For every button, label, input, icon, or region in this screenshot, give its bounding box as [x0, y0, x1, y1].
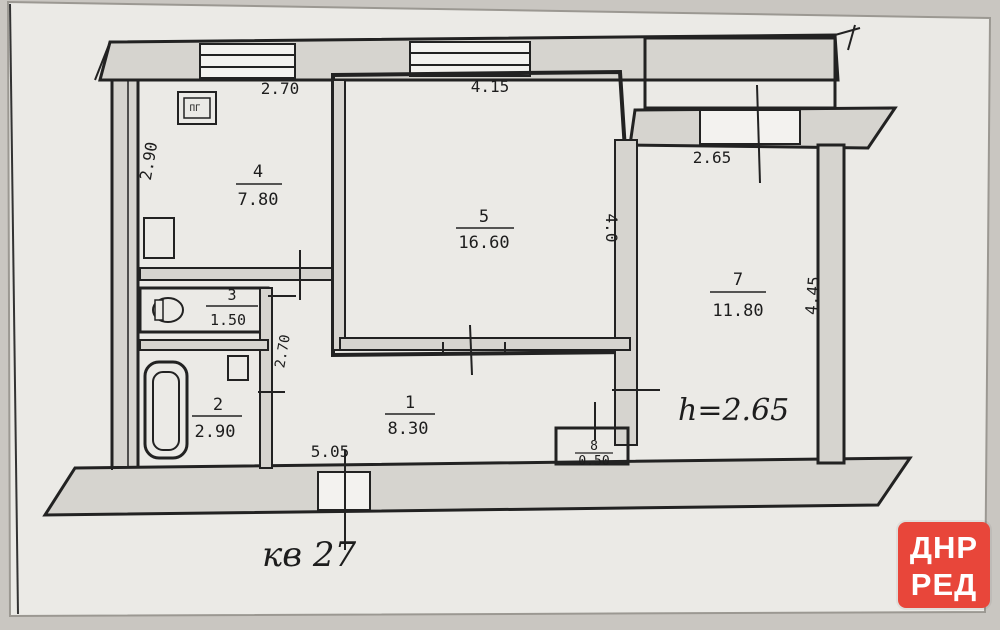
room-7-number: 7: [733, 270, 743, 290]
bottom-wall: [42, 456, 913, 517]
window-living: [409, 41, 531, 77]
bath-top-wall: [139, 339, 269, 351]
dim-living-depth: 4.0: [602, 214, 621, 243]
stove-label: ПГ: [190, 104, 201, 114]
dim-living-width: 4.15: [471, 77, 510, 96]
living-right-wall: [614, 139, 638, 446]
room-2-number: 2: [213, 395, 223, 415]
room-8-area: 0.50: [578, 454, 609, 469]
bathtub-icon: [143, 360, 189, 460]
room-4-area: 7.80: [238, 190, 279, 210]
kitchen-bottom-wall: [139, 267, 333, 281]
sink-icon: [143, 217, 175, 259]
dim-kitchen-width: 2.70: [261, 79, 300, 98]
left-wall: [110, 78, 140, 470]
room-2-area: 2.90: [195, 422, 236, 442]
room-3-number: 3: [227, 286, 236, 304]
living-left-wall: [332, 79, 346, 351]
stove-icon: [177, 91, 217, 125]
logo-watermark: ДНР РЕД: [898, 522, 990, 608]
apartment-label: кв 27: [262, 535, 357, 575]
logo-line-2: РЕД: [910, 567, 978, 602]
window-bedroom: [699, 109, 801, 145]
pantry: [554, 426, 630, 466]
room-1-area: 8.30: [388, 419, 429, 439]
toilet-icon: [152, 297, 184, 323]
room-8-number: 8: [590, 439, 598, 454]
dim-hall-width: 5.05: [311, 442, 350, 461]
logo-line-1: ДНР: [909, 530, 979, 565]
wet-rooms-right-wall: [259, 287, 273, 469]
window-kitchen: [199, 43, 296, 79]
right-wall: [816, 143, 846, 465]
room-5-number: 5: [479, 207, 489, 227]
living-bottom-wall: [339, 337, 631, 351]
paper-edge: [9, 3, 19, 615]
dim-bedroom-width: 2.65: [693, 148, 732, 167]
room-7-area: 11.80: [712, 301, 763, 321]
room-4-number: 4: [253, 162, 263, 182]
dim-bedroom-depth: 4.45: [801, 276, 823, 316]
ceiling-height: h=2.65: [678, 393, 789, 428]
room-5-area: 16.60: [458, 233, 509, 253]
washbasin-icon: [227, 355, 249, 381]
dim-hall-depth: 2.70: [272, 333, 294, 369]
room-1-number: 1: [405, 393, 415, 413]
room-3-area: 1.50: [210, 311, 246, 329]
